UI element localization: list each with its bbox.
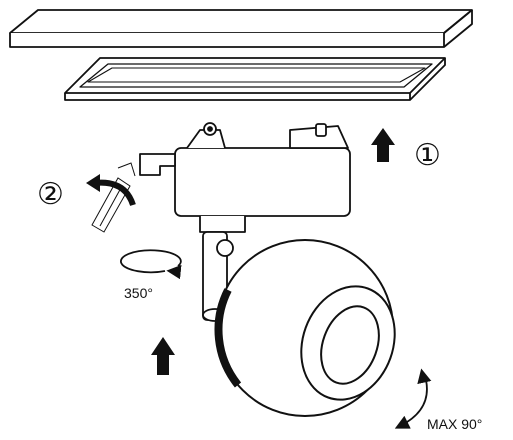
up-arrow-icon <box>151 337 175 375</box>
step-2-number: ② <box>37 178 64 211</box>
ceiling-track <box>9 9 473 101</box>
hand-pointer-icon <box>91 162 136 233</box>
tilt-label: MAX 90° <box>427 416 482 432</box>
tilt-arc-icon <box>394 368 432 429</box>
up-arrow-icon <box>371 128 395 162</box>
locking-lever <box>139 153 176 176</box>
step-1-number: ① <box>414 139 441 172</box>
rotation-ellipse-icon <box>119 249 182 280</box>
rotation-label: 350° <box>124 285 153 301</box>
curved-arrow-icon <box>86 174 136 207</box>
track-adapter <box>139 122 351 233</box>
track-slot <box>64 57 446 94</box>
lamp-head <box>214 239 396 417</box>
